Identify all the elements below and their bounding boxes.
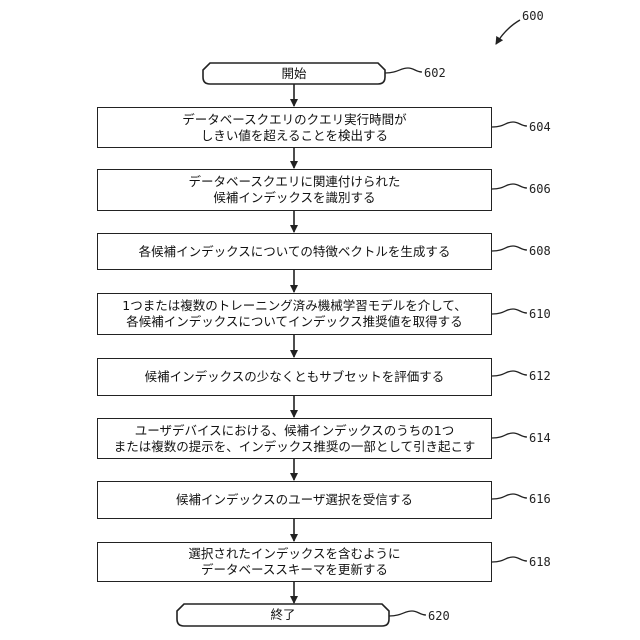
step-box-612: 候補インデックスの少なくともサブセットを評価する: [97, 358, 492, 396]
step-614-line-1: ユーザデバイスにおける、候補インデックスのうちの1つ: [114, 423, 476, 439]
ref-leader-606: [492, 184, 527, 189]
ref-leader-604: [492, 122, 527, 127]
step-616-line-1: 候補インデックスのユーザ選択を受信する: [176, 492, 413, 508]
step-618-ref-number: 618: [529, 555, 551, 569]
step-box-616: 候補インデックスのユーザ選択を受信する: [97, 481, 492, 519]
ref-leader-608: [492, 246, 527, 251]
step-610-line-1: 1つまたは複数のトレーニング済み機械学習モデルを介して、: [122, 298, 466, 314]
ref-leader-616: [492, 494, 527, 499]
ref-leader-602: [385, 68, 422, 73]
step-608-ref-number: 608: [529, 244, 551, 258]
step-610-line-2: 各候補インデックスについてインデックス推奨値を取得する: [122, 314, 466, 330]
ref-leader-618: [492, 557, 527, 562]
start-label: 開始: [203, 65, 385, 83]
step-614-line-2: または複数の提示を、インデックス推奨の一部として引き起こす: [114, 439, 476, 455]
end-ref-number: 620: [428, 609, 450, 623]
step-606-line-1: データベースクエリに関連付けられた: [189, 174, 401, 190]
ref-leader-614: [492, 433, 527, 438]
step-614-ref-number: 614: [529, 431, 551, 445]
step-606-ref-number: 606: [529, 182, 551, 196]
step-616-ref-number: 616: [529, 492, 551, 506]
step-606-line-2: 候補インデックスを識別する: [189, 190, 401, 206]
step-box-608: 各候補インデックスについての特徴ベクトルを生成する: [97, 233, 492, 270]
ref-leader-612: [492, 371, 527, 376]
step-618-line-2: データベーススキーマを更新する: [188, 562, 400, 578]
step-612-ref-number: 612: [529, 369, 551, 383]
ref-leader-610: [492, 309, 527, 314]
step-618-line-1: 選択されたインデックスを含むように: [188, 546, 400, 562]
step-610-ref-number: 610: [529, 307, 551, 321]
step-608-line-1: 各候補インデックスについての特徴ベクトルを生成する: [139, 244, 451, 260]
figure-ref-number: 600: [522, 9, 544, 23]
step-604-line-1: データベースクエリのクエリ実行時間が: [182, 112, 406, 128]
step-box-614: ユーザデバイスにおける、候補インデックスのうちの1つ または複数の提示を、インデ…: [97, 418, 492, 459]
end-label: 終了: [177, 606, 389, 624]
step-box-610: 1つまたは複数のトレーニング済み機械学習モデルを介して、 各候補インデックスにつ…: [97, 293, 492, 335]
step-612-line-1: 候補インデックスの少なくともサブセットを評価する: [145, 369, 445, 385]
ref-leader-620: [389, 611, 426, 616]
figure-ref-leader: [496, 20, 520, 44]
step-box-606: データベースクエリに関連付けられた 候補インデックスを識別する: [97, 169, 492, 211]
step-604-ref-number: 604: [529, 120, 551, 134]
step-box-618: 選択されたインデックスを含むように データベーススキーマを更新する: [97, 542, 492, 582]
start-ref-number: 602: [424, 66, 446, 80]
step-box-604: データベースクエリのクエリ実行時間が しきい値を超えることを検出する: [97, 107, 492, 148]
step-604-line-2: しきい値を超えることを検出する: [182, 128, 406, 144]
